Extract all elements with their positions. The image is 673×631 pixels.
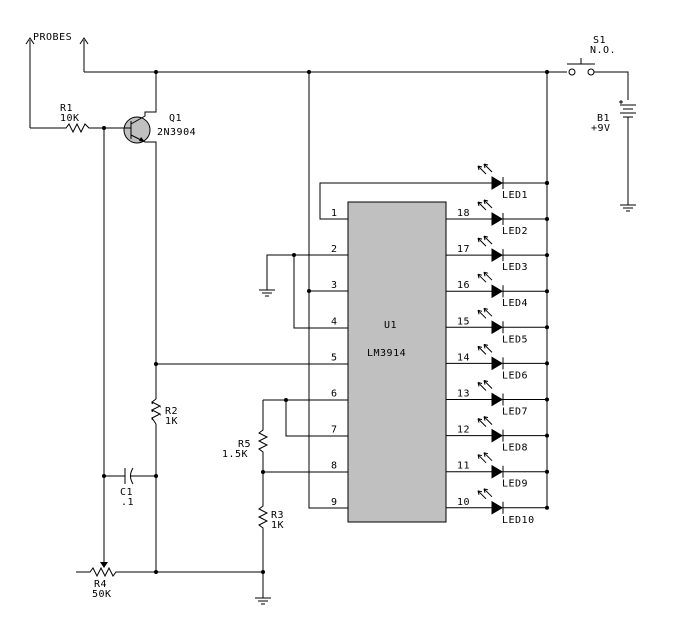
ic-left-wiring bbox=[156, 181, 549, 473]
led-3: LED3 bbox=[477, 235, 549, 273]
u1-ref: U1 bbox=[384, 320, 397, 331]
left-pin-2: 2 bbox=[331, 244, 338, 255]
s1-value: N.O. bbox=[590, 45, 616, 56]
right-pin-11: 11 bbox=[457, 461, 470, 472]
led-8: LED8 bbox=[477, 416, 549, 454]
q1-ref: Q1 bbox=[169, 113, 182, 124]
r4-ref: R4 bbox=[94, 579, 107, 590]
left-pin-8: 8 bbox=[331, 461, 338, 472]
left-pin-5: 5 bbox=[331, 352, 338, 363]
led-bar: LED1LED2LED3LED4LED5LED6LED7LED8LED9LED1… bbox=[477, 163, 549, 526]
led-4-label: LED4 bbox=[502, 298, 528, 309]
q1-value: 2N3904 bbox=[157, 127, 196, 138]
left-pin-1: 1 bbox=[331, 208, 338, 219]
right-pin-12: 12 bbox=[457, 425, 470, 436]
led-1-label: LED1 bbox=[502, 190, 528, 201]
led-10: LED10 bbox=[477, 488, 549, 526]
potentiometer-r4: R4 50K bbox=[76, 566, 265, 600]
b1-value: +9V bbox=[591, 123, 611, 134]
r3-value: 1K bbox=[271, 520, 284, 531]
r1-value: 10K bbox=[60, 113, 80, 124]
led-9-label: LED9 bbox=[502, 479, 528, 490]
r5-value: 1.5K bbox=[222, 449, 248, 460]
led-5: LED5 bbox=[477, 307, 549, 345]
ic-u1: U1 LM3914 bbox=[347, 201, 447, 523]
r4-value: 50K bbox=[92, 589, 112, 600]
b1-ref: B1 bbox=[597, 113, 610, 124]
battery-b1: B1 +9V bbox=[591, 100, 636, 212]
left-pin-4: 4 bbox=[331, 316, 338, 327]
right-pin-16: 16 bbox=[457, 280, 470, 291]
resistor-r5: R5 1.5K bbox=[222, 400, 269, 472]
led-7: LED7 bbox=[477, 380, 549, 418]
left-pin-7: 7 bbox=[331, 425, 338, 436]
ground-bottom bbox=[255, 572, 271, 605]
led-1: LED1 bbox=[477, 163, 549, 201]
transistor-q1: Q1 2N3904 bbox=[123, 72, 196, 572]
r3-ref: R3 bbox=[271, 510, 284, 521]
probe-terminals: PROBES bbox=[25, 32, 89, 128]
led-5-label: LED5 bbox=[502, 334, 528, 345]
r5-ref: R5 bbox=[238, 439, 251, 450]
led-3-label: LED3 bbox=[502, 262, 528, 273]
left-pin-3: 3 bbox=[331, 280, 338, 291]
led-8-label: LED8 bbox=[502, 443, 528, 454]
right-pin-14: 14 bbox=[457, 352, 470, 363]
left-pin-6: 6 bbox=[331, 389, 338, 400]
c1-value: .1 bbox=[121, 497, 134, 508]
right-pin-10: 10 bbox=[457, 497, 470, 508]
r2-value: 1K bbox=[165, 416, 178, 427]
led-9: LED9 bbox=[477, 452, 549, 490]
ic-left-pins: 1 2 3 4 5 6 7 8 9 bbox=[331, 208, 338, 508]
right-pin-15: 15 bbox=[457, 316, 470, 327]
u1-value: LM3914 bbox=[367, 348, 406, 359]
led-6-label: LED6 bbox=[502, 370, 528, 381]
resistor-r1: R1 10K bbox=[30, 103, 124, 134]
led-2: LED2 bbox=[477, 199, 549, 237]
ic-right-pins: 18 17 16 15 14 13 12 11 10 bbox=[446, 208, 492, 509]
switch-s1: S1 N.O. bbox=[567, 35, 629, 100]
capacitor-c1: C1 .1 bbox=[102, 467, 158, 508]
led-2-label: LED2 bbox=[502, 226, 528, 237]
resistor-r3: R3 1K bbox=[257, 470, 284, 572]
probes-label: PROBES bbox=[33, 32, 72, 43]
right-pin-17: 17 bbox=[457, 244, 470, 255]
right-pin-18: 18 bbox=[457, 208, 470, 219]
led-4: LED4 bbox=[477, 271, 549, 309]
c1-ref: C1 bbox=[120, 487, 133, 498]
right-pin-13: 13 bbox=[457, 389, 470, 400]
led-7-label: LED7 bbox=[502, 407, 528, 418]
left-pin-9: 9 bbox=[331, 497, 338, 508]
s1-ref: S1 bbox=[593, 35, 606, 46]
r1-ref: R1 bbox=[60, 103, 73, 114]
led-6: LED6 bbox=[477, 343, 549, 381]
r2-ref: R2 bbox=[165, 406, 178, 417]
led-10-label: LED10 bbox=[502, 515, 535, 526]
